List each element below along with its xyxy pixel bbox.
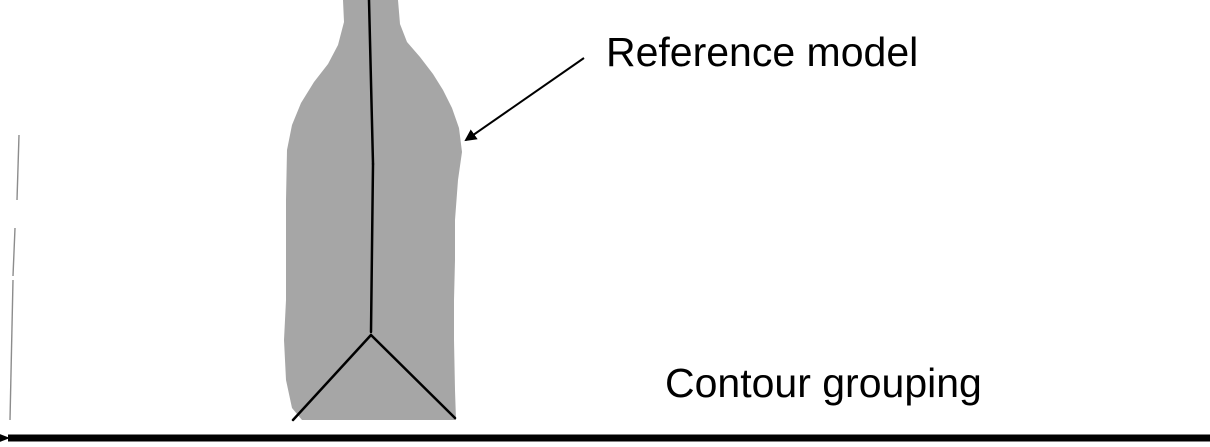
reference-model-callout-arrow <box>464 57 585 142</box>
skeleton-spine-middle <box>369 162 375 334</box>
skeleton <box>291 0 457 422</box>
contour-fragment-2 <box>12 227 16 277</box>
skeleton-left-branch <box>291 333 373 422</box>
skeleton-spine-upper <box>367 0 375 166</box>
contour-fragment-1 <box>16 134 20 201</box>
contour-grouping-label: Contour grouping <box>665 360 982 406</box>
contour-fragment-3 <box>9 279 14 421</box>
reference-model-label: Reference model <box>606 29 919 75</box>
skeleton-right-branch <box>369 333 457 420</box>
left-contour-fragments <box>9 134 20 421</box>
